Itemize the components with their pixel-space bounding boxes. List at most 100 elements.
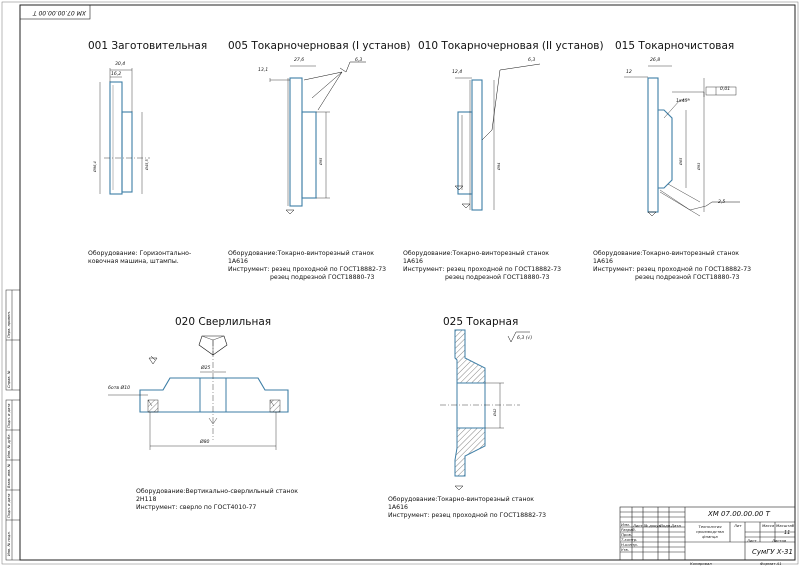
op010-notes: Оборудование:Токарно-винторезный станок …	[403, 250, 561, 282]
note-line: Инструмент: резец проходной по ГОСТ18882…	[388, 512, 547, 519]
note-line: Оборудование:Вертикально-сверлильный ста…	[136, 488, 298, 495]
side-label: Взам. инв. №	[7, 463, 11, 488]
side-label: Инв. № подл.	[7, 531, 11, 556]
op015-sketch	[624, 65, 740, 217]
sheet-frame	[19, 4, 796, 561]
stamp-head-mass: Масса	[762, 523, 775, 528]
stamp-rows: Изм. Разраб. Пров. Т.контр. Н.контр. Утв…	[621, 508, 638, 552]
op001-dim-w1: 30,4	[115, 62, 126, 67]
op025-dim-d1: Ø42	[493, 408, 497, 416]
op005-sketch	[269, 61, 366, 215]
note-line: Инструмент: резец проходной по ГОСТ18882…	[228, 266, 387, 273]
op015-chamfer: 1х45°	[676, 99, 690, 104]
note-line: Оборудование:Токарно-винторезный станок	[388, 496, 535, 503]
stamp-col-doc: № докум.	[644, 523, 663, 528]
op015-runout: 0,01	[720, 87, 731, 92]
note-line: резец подрезной ГОСТ18880-73	[635, 274, 740, 281]
op010-dim-w1: 12,4	[452, 70, 463, 75]
op015-dim-d2: Ø65	[679, 157, 683, 165]
stamp-code: ХМ 07.00.00.00 Т	[708, 510, 770, 518]
corner-code: ХМ 07.00.00.00 Т	[32, 9, 86, 16]
note-line: 1А616	[388, 504, 408, 511]
op001-dim-d2: Ø45,5	[145, 159, 149, 170]
op020-sketch	[108, 335, 289, 450]
op025-rough: 6,3 (√)	[517, 336, 533, 341]
note-line: Оборудование: Горизонтально-	[88, 250, 192, 257]
stamp-title-line: Технология	[698, 524, 722, 529]
op010-rough: 6,3	[528, 58, 536, 63]
side-strip	[5, 289, 21, 561]
op015-dim-w2: 12	[626, 70, 632, 75]
op005-title: 005 Токарночерновая (I установ)	[228, 40, 411, 52]
side-label: Справ. №	[7, 370, 11, 388]
side-label: Подп. и дата	[7, 403, 11, 428]
note-line: Инструмент: сверло по ГОСТ4010-77	[136, 504, 257, 511]
stamp-row: Н.контр.	[621, 542, 638, 547]
corner-code-box	[19, 4, 91, 20]
op005-dim-w2: 13,1	[258, 68, 269, 73]
op020-title: 020 Сверлильная	[175, 316, 272, 328]
note-line: 1А616	[228, 258, 248, 265]
stamp-sheet-count: 11	[784, 530, 791, 536]
stamp-title: Технология производства фланца	[690, 524, 730, 539]
stamp-row: Пров.	[621, 532, 633, 537]
side-label: Перв. примен.	[7, 311, 11, 338]
stamp-col-list: Лист	[633, 523, 643, 528]
stamp-row: Т.контр.	[621, 537, 638, 542]
note-line: Инструмент: резец проходной по ГОСТ18882…	[403, 266, 562, 273]
stamp-col-sign: Подп.	[660, 523, 672, 528]
note-line: Оборудование:Токарно-винторезный станок	[403, 250, 550, 257]
op015-title: 015 Токарночистовая	[615, 40, 735, 52]
op025-title: 025 Токарная	[443, 316, 519, 328]
note-line: 1А616	[403, 258, 423, 265]
note-line: Оборудование:Токарно-винторезный станок	[228, 250, 375, 257]
side-label: Инв. № дубл.	[7, 433, 11, 458]
footer-format: Формат А1	[760, 561, 782, 566]
stamp-title-line: фланца	[702, 534, 718, 539]
op025-sketch	[440, 329, 530, 491]
stamp-row: Разраб.	[621, 527, 636, 532]
op020-dim-d2: Ø80	[200, 440, 210, 445]
op015-rough: 2,5	[718, 200, 726, 205]
note-line: Инструмент: резец проходной по ГОСТ18882…	[593, 266, 752, 273]
op001-dim-d1: Ø96,4	[93, 161, 97, 172]
note-line: резец подрезной ГОСТ18880-73	[270, 274, 375, 281]
stamp-head-scale: Масштаб	[776, 523, 795, 528]
side-label: Подп. и дата	[7, 493, 11, 518]
op010-title: 010 Токарночерновая (II установ)	[418, 40, 604, 52]
op005-dim-d1: Ø95	[319, 157, 323, 165]
op025-notes: Оборудование:Токарно-винторезный станок …	[388, 496, 546, 520]
stamp-org: СумГУ Х-31	[752, 548, 793, 556]
op020-dim-d1: Ø25	[201, 366, 211, 371]
op005-notes: Оборудование:Токарно-винторезный станок …	[228, 250, 386, 282]
op015-notes: Оборудование:Токарно-винторезный станок …	[593, 250, 751, 282]
stamp-head-sheet: Лист	[747, 538, 757, 543]
op020-dim-holes: 6отв Ø10	[108, 386, 131, 391]
stamp-title-line: производства	[696, 529, 724, 534]
op001-title: 001 Заготовительная	[88, 40, 208, 52]
note-line: 1А616	[593, 258, 613, 265]
op015-dim-d1: Ø93	[697, 162, 701, 170]
note-line: ковочная машина, штампы.	[88, 258, 179, 265]
note-line: резец подрезной ГОСТ18880-73	[445, 274, 550, 281]
note-line: 2Н118	[136, 496, 157, 503]
stamp-head-sheets: Листов	[772, 538, 787, 543]
op015-dim-w1: 26,8	[650, 58, 661, 63]
op005-rough: 6,3	[355, 58, 363, 63]
op020-notes: Оборудование:Вертикально-сверлильный ста…	[136, 488, 298, 512]
stamp-row: Изм.	[621, 522, 630, 527]
op010-dim-d1: Ø94	[497, 162, 501, 170]
title-block	[619, 506, 796, 561]
stamp-row: Утв.	[621, 547, 629, 552]
stamp-head-lit: Лит	[734, 523, 742, 528]
op010-sketch	[454, 63, 541, 211]
stamp-col-date: Дата	[671, 523, 681, 528]
op001-sketch	[99, 68, 150, 195]
footer-copied: Копировал	[690, 561, 712, 566]
op005-dim-w1: 27,6	[294, 58, 305, 63]
op001-notes: Оборудование: Горизонтально- ковочная ма…	[88, 250, 191, 266]
op001-dim-w2: 16,2	[111, 72, 122, 77]
note-line: Оборудование:Токарно-винторезный станок	[593, 250, 740, 257]
